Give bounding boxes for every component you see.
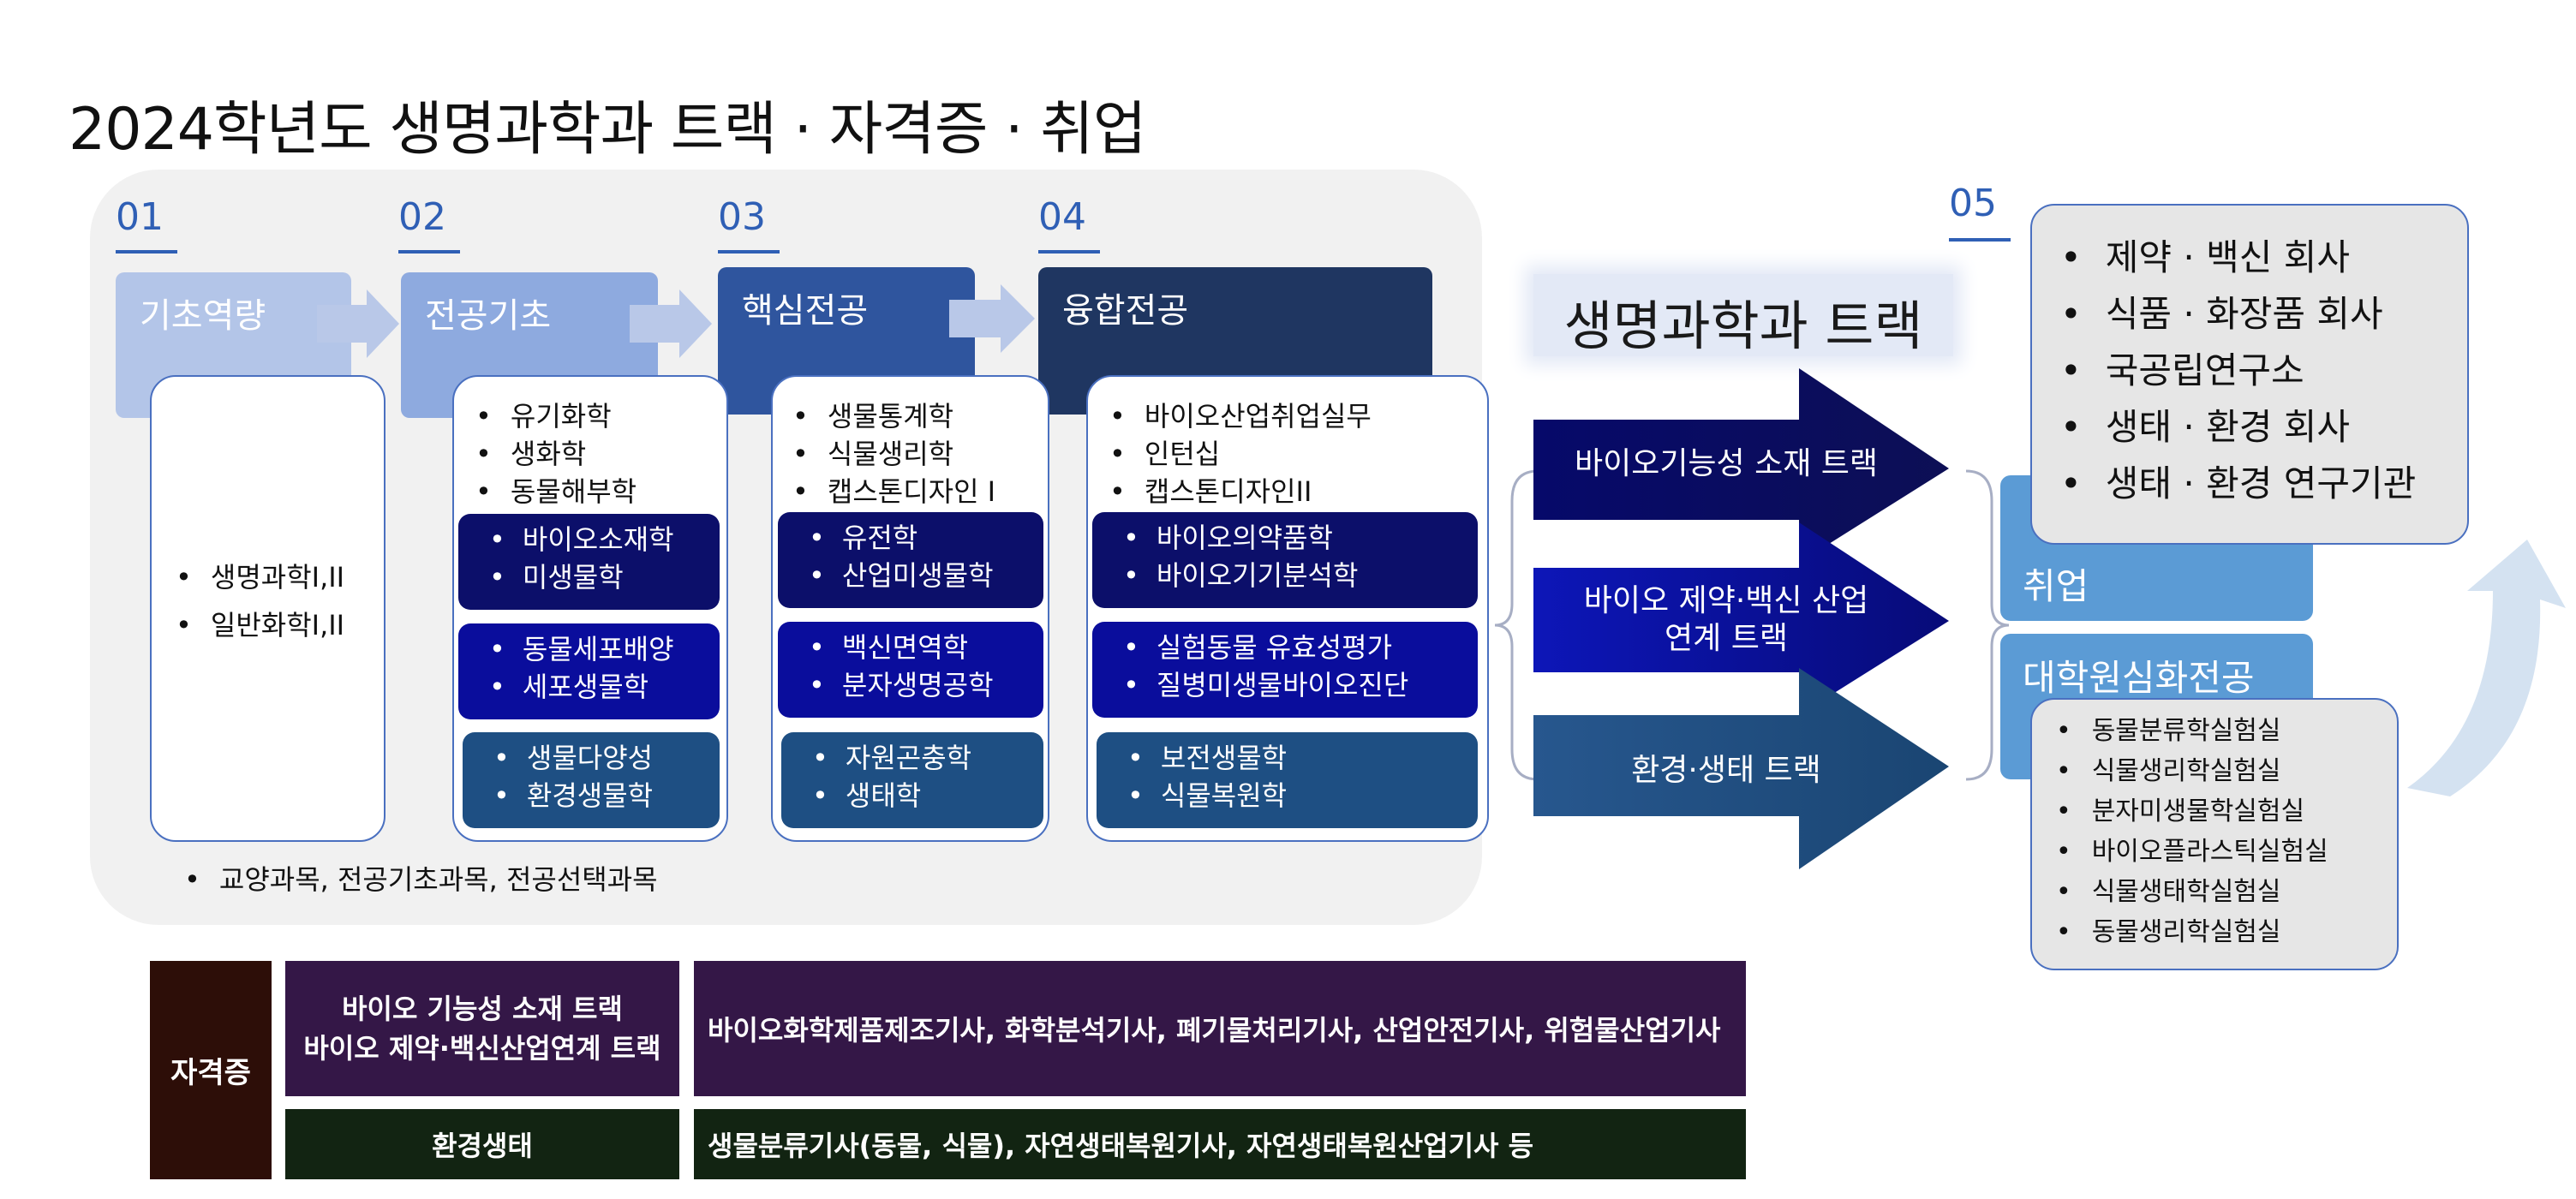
course-item: 동물세포배양: [489, 630, 720, 668]
track-course-group-pharma: 백신면역학 분자생명공학: [778, 622, 1043, 718]
course-list-02: 유기화학 생화학 동물해부학: [475, 397, 637, 510]
course-item: 생태학: [812, 777, 1043, 814]
course-item: 유기화학: [475, 397, 637, 435]
course-item: 일반화학I,II: [176, 606, 344, 644]
track-heading: 생명과학과 트랙: [1563, 295, 1923, 357]
employer-item: 국공립연구소: [2060, 343, 2416, 399]
track-course-group-ecology: 보전생물학 식물복원학: [1097, 732, 1478, 828]
lab-item: 분자미생물학실험실: [2056, 791, 2328, 832]
cert-items-row2: 생물분류기사(동물, 식물), 자연생태복원기사, 자연생태복원산업기사 등: [694, 1109, 1746, 1179]
track-label-line: 연계 트랙: [1665, 621, 1788, 656]
lab-item: 식물생리학실험실: [2056, 751, 2328, 791]
employer-item: 생태 · 환경 회사: [2060, 399, 2416, 456]
employer-item: 식품 · 화장품 회사: [2060, 286, 2416, 343]
course-item: 식물생리학: [792, 435, 995, 473]
track-arrow-icon: [1533, 522, 1949, 715]
course-item: 식물복원학: [1127, 777, 1478, 814]
stage-number-03: 03: [718, 195, 766, 239]
track-course-group-ecology: 자원곤충학 생태학: [781, 732, 1043, 828]
stage-number-02: 02: [398, 195, 446, 239]
cert-track-line: 바이오 제약·백신산업연계 트랙: [303, 1032, 661, 1065]
track-course-group-bio-material: 유전학 산업미생물학: [778, 512, 1043, 608]
course-item: 생물통계학: [792, 397, 995, 435]
course-item: 산업미생물학: [809, 557, 1043, 594]
cert-items-row1: 바이오화학제품제조기사, 화학분석기사, 폐기물처리기사, 산업안전기사, 위험…: [694, 961, 1746, 1096]
cert-label: 자격증: [150, 961, 272, 1179]
cert-track-line: 바이오 기능성 소재 트랙: [342, 993, 623, 1025]
stage-number-04: 04: [1038, 195, 1086, 239]
course-item: 보전생물학: [1127, 739, 1478, 777]
stage-arrow-icon: [317, 289, 399, 358]
employer-item: 생태 · 환경 연구기관: [2060, 456, 2417, 512]
course-item: 바이오산업취업실무: [1109, 397, 1372, 435]
stage-number-05: 05: [1949, 182, 1997, 225]
stage-number-underline: [1038, 250, 1100, 254]
track-heading-bg: [1533, 274, 1953, 356]
track-label-bio-material: 바이오기능성 소재 트랙: [1574, 446, 1879, 481]
course-item: 생명과학I,II: [176, 558, 344, 596]
employer-list: 제약 · 백신 회사 식품 · 화장품 회사 국공립연구소 생태 · 환경 회사…: [2060, 230, 2417, 512]
course-item: 세포생물학: [489, 668, 720, 706]
curved-arrow-icon: [2407, 540, 2566, 796]
track-course-group-bio-material: 바이오의약품학 바이오기기분석학: [1092, 512, 1478, 608]
stage-number-underline: [398, 250, 460, 254]
course-item: 환경생물학: [493, 777, 720, 814]
stage-number-underline: [718, 250, 780, 254]
track-course-group-pharma: 동물세포배양 세포생물학: [458, 623, 720, 719]
course-item: 분자생명공학: [809, 666, 1043, 704]
course-item: 생물다양성: [493, 739, 720, 777]
lab-item: 바이오플라스틱실험실: [2056, 832, 2328, 872]
course-item: 자원곤충학: [812, 739, 1043, 777]
course-list-04: 바이오산업취업실무 인턴십 캡스톤디자인II: [1109, 397, 1372, 510]
employer-item: 제약 · 백신 회사: [2060, 230, 2416, 286]
page-title: 2024학년도 생명과학과 트랙 · 자격증 · 취업: [69, 96, 1146, 164]
track-arrow-icon: [1533, 668, 1949, 869]
footnote: 교양과목, 전공기초과목, 전공선택과목: [184, 861, 658, 898]
course-item: 바이오의약품학: [1123, 519, 1478, 557]
course-item: 바이오기기분석학: [1123, 557, 1478, 594]
course-list-01: 생명과학I,II 일반화학I,II: [176, 558, 344, 644]
course-item: 미생물학: [489, 558, 720, 596]
course-item: 백신면역학: [809, 629, 1043, 666]
track-label-pharma: 바이오 제약·백신 산업 연계 트랙: [1533, 582, 1919, 658]
stage-number-underline: [1949, 238, 2011, 242]
track-arrows: [1533, 368, 1949, 869]
stage-number-01: 01: [116, 195, 164, 239]
course-list-03: 생물통계학 식물생리학 캡스톤디자인 I: [792, 397, 995, 510]
lab-list: 동물분류학실험실 식물생리학실험실 분자미생물학실험실 바이오플라스틱실험실 식…: [2056, 711, 2328, 952]
track-course-group-ecology: 생물다양성 환경생물학: [463, 732, 720, 828]
track-arrow-icon: [1533, 368, 1949, 563]
lab-item: 동물분류학실험실: [2056, 711, 2328, 751]
course-item: 유전학: [809, 519, 1043, 557]
course-item: 질병미생물바이오진단: [1123, 666, 1478, 704]
track-label-ecology: 환경·생태 트랙: [1631, 753, 1821, 788]
course-item: 바이오소재학: [489, 521, 720, 558]
track-course-group-pharma: 실험동물 유효성평가 질병미생물바이오진단: [1092, 622, 1478, 718]
lab-item: 식물생태학실험실: [2056, 872, 2328, 912]
track-course-group-bio-material: 바이오소재학 미생물학: [458, 514, 720, 610]
left-bracket-icon: [1494, 469, 1539, 781]
cert-track-row2: 환경생태: [285, 1109, 679, 1179]
course-item: 캡스톤디자인 I: [792, 473, 995, 510]
footnote-text: 교양과목, 전공기초과목, 전공선택과목: [184, 861, 658, 898]
stage-arrow-icon: [949, 284, 1035, 353]
track-label-line: 바이오 제약·백신 산업: [1583, 583, 1869, 618]
lab-item: 동물생리학실험실: [2056, 912, 2328, 952]
right-bracket-icon: [1965, 469, 2010, 781]
course-item: 인턴십: [1109, 435, 1372, 473]
course-item: 생화학: [475, 435, 637, 473]
stage-number-underline: [116, 250, 177, 254]
course-item: 캡스톤디자인II: [1109, 473, 1372, 510]
stage-arrow-icon: [630, 289, 712, 358]
course-item: 동물해부학: [475, 473, 637, 510]
course-item: 실험동물 유효성평가: [1123, 629, 1478, 666]
cert-track-row1: 바이오 기능성 소재 트랙 바이오 제약·백신산업연계 트랙: [285, 961, 679, 1096]
